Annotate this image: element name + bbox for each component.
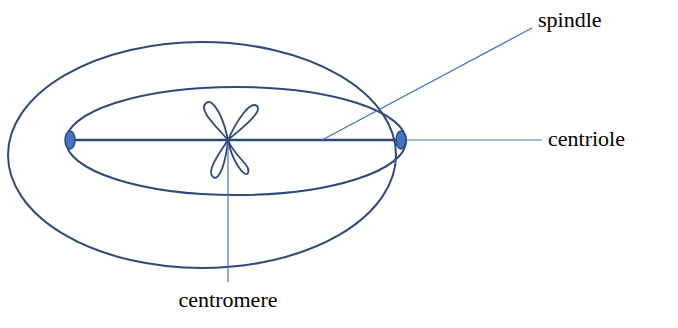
chromosome [204,102,258,178]
chromatid-arm [228,140,249,174]
part-label: centromere [179,288,278,312]
part-label: centriole [548,127,625,151]
leader-line [322,28,532,140]
centriole-right [396,131,406,149]
chromatid-arm [228,105,258,140]
spindle-region [66,87,406,195]
centriole-left [65,131,75,149]
leader-line [227,142,228,282]
chromatid-arm [211,140,228,178]
spindle-fiber [70,139,401,142]
leader-line [407,139,542,140]
cell-membrane [8,42,396,268]
part-label: spindle [538,8,602,32]
chromatid-arm [204,102,228,140]
